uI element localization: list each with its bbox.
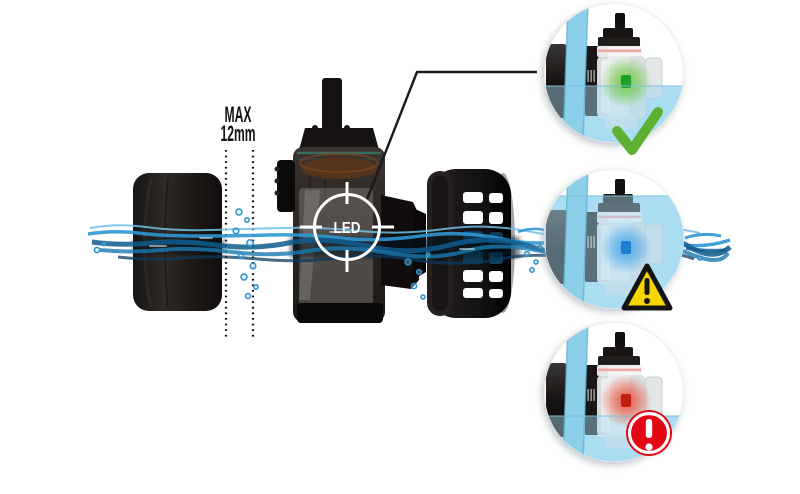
glass-thickness-dotted-lines xyxy=(224,150,255,340)
coil xyxy=(301,157,377,179)
glass-pane xyxy=(562,169,589,309)
leader-line xyxy=(364,70,537,203)
max-label: MAX xyxy=(225,102,252,127)
bubbles xyxy=(93,208,703,300)
glass-pane xyxy=(562,322,589,462)
led-indicator xyxy=(621,394,631,407)
glass-pane xyxy=(562,3,589,143)
led-label: LED xyxy=(334,220,361,237)
checkmark-icon xyxy=(612,107,663,155)
pump-body xyxy=(274,78,426,323)
led-indicator xyxy=(621,241,631,254)
clamp xyxy=(277,160,295,212)
led-target: LED xyxy=(300,182,394,272)
error-exclamation-icon xyxy=(626,410,672,456)
power-cable xyxy=(322,78,342,132)
pump-glass-jar xyxy=(293,147,385,322)
state-circle-error xyxy=(544,322,684,462)
max-glass-thickness-label: MAX 12mm xyxy=(221,102,256,146)
warning-triangle-icon xyxy=(621,263,673,311)
thickness-label: 12mm xyxy=(221,121,256,146)
led-indicator xyxy=(621,75,631,88)
state-circle-warning xyxy=(544,169,684,311)
